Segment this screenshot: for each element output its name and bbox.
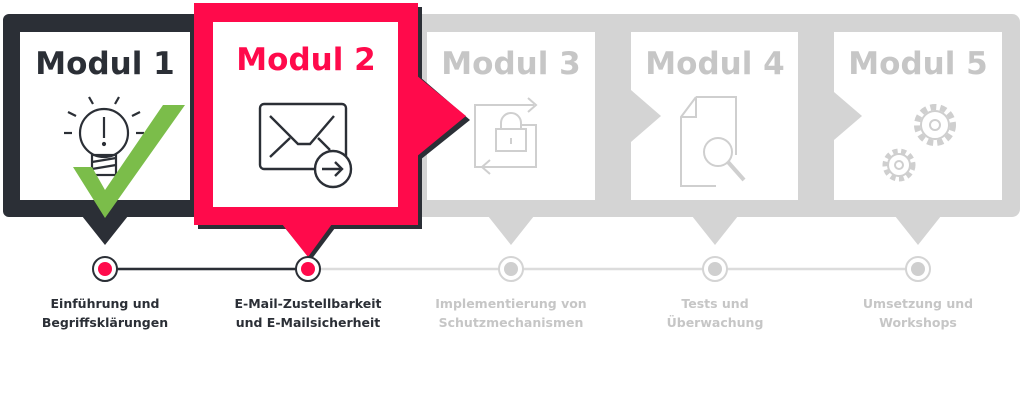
module-3-label-line1: Implementierung von: [435, 296, 586, 311]
timeline-dot-3[interactable]: [498, 256, 524, 282]
timeline-dot-1[interactable]: [92, 256, 118, 282]
gears-icon: [882, 104, 956, 182]
module-3-title: Modul 3: [441, 46, 580, 82]
lightbulb-icon: [64, 96, 144, 177]
module-4-card[interactable]: Modul 4: [631, 32, 798, 200]
module-1-label-line1: Einführung und: [51, 296, 160, 311]
module-2-card[interactable]: Modul 2: [194, 3, 470, 260]
module-1-label-line2: Begriffsklärungen: [42, 315, 168, 330]
lock-sync-icon: [474, 97, 538, 175]
module-1-title: Modul 1: [35, 46, 174, 82]
module-2-label-line1: E-Mail-Zustellbarkeit: [234, 296, 381, 311]
module-4-label-line1: Tests und: [681, 296, 748, 311]
module-4-title: Modul 4: [645, 46, 784, 82]
module-labels: Einführung und Begriffsklärungen E-Mail-…: [42, 296, 973, 330]
module-1-card[interactable]: Modul 1: [3, 14, 213, 245]
checkmark-icon: [73, 105, 185, 218]
module-2-title: Modul 2: [236, 42, 375, 78]
module-5-label-line1: Umsetzung und: [863, 296, 973, 311]
module-5-title: Modul 5: [848, 46, 987, 82]
timeline-dot-4[interactable]: [702, 256, 728, 282]
email-send-icon: [258, 102, 353, 189]
timeline-dot-5[interactable]: [905, 256, 931, 282]
module-4-label-line2: Überwachung: [667, 315, 764, 330]
timeline: [92, 256, 931, 282]
timeline-dot-2[interactable]: [295, 256, 321, 282]
module-3-label-line2: Schutzmechanismen: [439, 315, 584, 330]
module-5-label-line2: Workshops: [879, 315, 957, 330]
module-5-card[interactable]: Modul 5: [834, 32, 1002, 200]
module-2-label-line2: und E-Mailsicherheit: [236, 315, 381, 330]
document-search-icon: [680, 96, 746, 187]
